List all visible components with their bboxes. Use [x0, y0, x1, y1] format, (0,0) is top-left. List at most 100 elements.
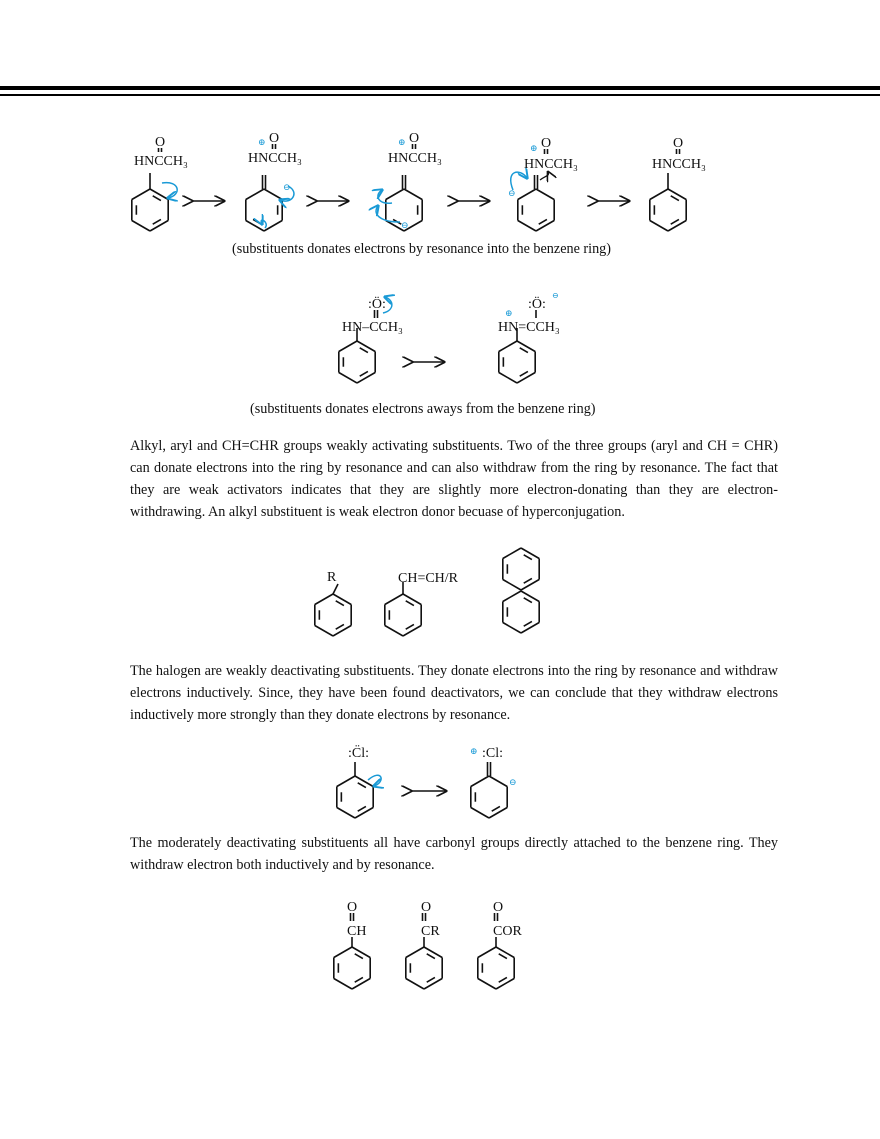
ring-bond [338, 371, 358, 384]
ring-bond [354, 775, 374, 788]
negative-charge: ⊖ [508, 188, 516, 198]
ring-bond [516, 340, 536, 353]
carbonyl-oxygen: O [269, 131, 279, 146]
acetamido-group: HNCCH₃ [134, 154, 188, 169]
negative-charge: ⊖ [401, 220, 409, 230]
carbonyl-oxygen: O [493, 900, 503, 915]
ring-double-bond [426, 976, 436, 983]
ester-group: COR [493, 924, 522, 939]
carbonyl-oxygen: O [541, 136, 551, 151]
chlorine-label: :C̈l: [348, 744, 369, 761]
ring-bond [520, 590, 540, 603]
benzene-ring [385, 188, 423, 232]
electron-flow-arrow [367, 774, 381, 786]
ring-bond [520, 578, 540, 591]
positive-charge: ⊕ [470, 746, 478, 756]
ring-bond [402, 624, 422, 637]
electron-flow-arrow [378, 190, 393, 204]
header-rule-thick [0, 86, 880, 90]
ring-double-bond [523, 554, 533, 561]
ring-bond [520, 547, 540, 560]
ring-double-bond [354, 976, 364, 983]
ring-bond [336, 806, 356, 819]
positive-charge: ⊕ [258, 137, 266, 147]
amide-group: HN–CCH₃ [342, 320, 403, 335]
ring-double-bond [491, 805, 501, 812]
ring-double-bond [498, 976, 508, 983]
ring-bond [351, 977, 371, 990]
positive-charge: ⊕ [398, 137, 406, 147]
ring-double-bond [670, 218, 680, 225]
ring-double-bond [152, 218, 162, 225]
ring-bond [470, 775, 490, 788]
ring-bond [384, 624, 404, 637]
ring-bond [502, 578, 522, 591]
ring-bond [336, 775, 356, 788]
ring-bond [149, 219, 169, 232]
ring-bond [535, 219, 555, 232]
ring-double-bond [523, 620, 533, 627]
electron-flow-arrow [383, 297, 392, 314]
ring-double-bond [357, 805, 367, 812]
carbonyl-oxygen: O [155, 135, 165, 150]
ring-double-bond [523, 577, 533, 584]
electron-flow-arrow [539, 172, 548, 180]
ring-bond [131, 188, 151, 201]
ring-double-bond [405, 600, 415, 607]
ring-bond [488, 806, 508, 819]
ring-bond [667, 188, 687, 201]
ring-bond [356, 371, 376, 384]
ring-double-bond [252, 218, 262, 225]
ring-double-bond [498, 953, 508, 960]
electron-flow-arrow [280, 185, 295, 201]
paragraph-carbonyls: The moderately deactivating substituents… [130, 835, 778, 873]
ring-double-bond [426, 953, 436, 960]
caption-resonance-donation: (substituents donates electrons by reson… [232, 241, 612, 257]
ring-bond [649, 188, 669, 201]
ring-bond [502, 621, 522, 634]
chlorine-label: :Cl: [482, 746, 503, 761]
ring-double-bond [152, 195, 162, 202]
ring-bond [667, 219, 687, 232]
ring-bond [649, 219, 669, 232]
carbonyl-oxygen: :Ö: [368, 295, 386, 312]
acetamido-group: HNCCH₃ [248, 151, 302, 166]
ring-bond [356, 340, 376, 353]
amide-group: HN=CCH₃ [498, 320, 560, 335]
ring-bond [351, 946, 371, 959]
carbonyl-oxygen: O [421, 900, 431, 915]
ring-bond [423, 946, 443, 959]
ring-double-bond [519, 347, 529, 354]
ring-bond [263, 219, 283, 232]
ring-bond [402, 593, 422, 606]
ring-double-bond [354, 953, 364, 960]
positive-charge: ⊕ [530, 143, 538, 153]
ring-bond [405, 977, 425, 990]
ring-bond [333, 946, 353, 959]
ring-bond [477, 977, 497, 990]
ring-bond [314, 593, 334, 606]
ring-double-bond [405, 623, 415, 630]
benzene-ring [384, 593, 422, 637]
alkyl-label: R [327, 570, 337, 585]
ring-bond [333, 977, 353, 990]
ring-bond [498, 371, 518, 384]
ring-bond [520, 621, 540, 634]
ring-bond [384, 593, 404, 606]
ring-double-bond [359, 370, 369, 377]
ring-bond [495, 946, 515, 959]
ring-double-bond [538, 218, 548, 225]
ring-bond [354, 806, 374, 819]
alkyl-bond [332, 583, 339, 595]
ring-bond [502, 547, 522, 560]
ring-double-bond [670, 195, 680, 202]
benzene-ring [336, 775, 374, 819]
benzene-ring [338, 340, 376, 384]
benzene-ring [502, 547, 540, 591]
paragraph-halogens: The halogen are weakly deactivating subs… [130, 663, 778, 723]
paragraph-weak-activators: Alkyl, aryl and CH=CHR groups weakly act… [130, 438, 778, 520]
carbonyl-oxygen: :Ö: [528, 295, 546, 312]
benzene-ring [649, 188, 687, 232]
benzene-ring [498, 340, 536, 384]
acetamido-group: HNCCH₃ [388, 151, 442, 166]
